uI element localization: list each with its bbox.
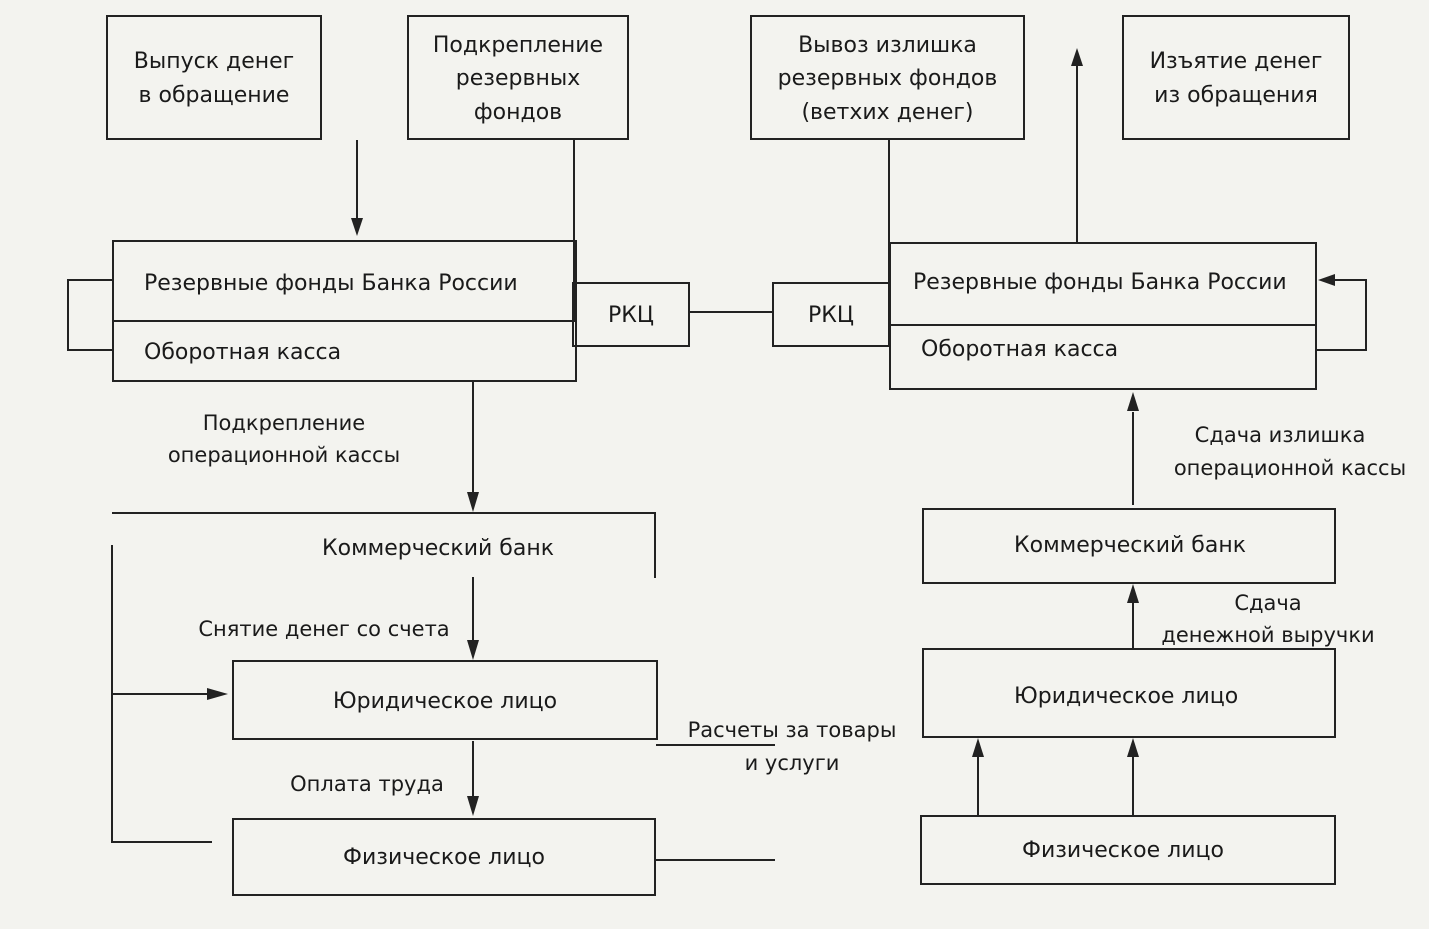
right-commercial-bank-label: Коммерческий банк — [1014, 533, 1246, 558]
left-rkc-box: РКЦ — [572, 282, 690, 347]
remove-surplus-line-3: (ветхих денег) — [801, 100, 974, 125]
right-reserve-divider — [891, 324, 1315, 326]
right-reserve-funds-label: Резервные фонды Банка России — [913, 270, 1287, 295]
left-loop-to-individual — [111, 545, 212, 843]
arrowhead-right-legal-2 — [972, 738, 984, 757]
arrowhead-right-loop — [1318, 274, 1335, 286]
remove-surplus-line-2: резервных фондов — [777, 66, 998, 91]
remove-surplus-box: Вывоз излишка резервных фондов (ветхих д… — [750, 15, 1025, 140]
arrowhead-right-cash — [1127, 392, 1139, 411]
arrowhead-legal — [467, 640, 479, 660]
reinforce-reserve-box: Подкрепление резервных фондов — [407, 15, 629, 140]
right-legal-entity-box: Юридическое лицо — [922, 648, 1336, 738]
left-rkc-label: РКЦ — [608, 303, 654, 328]
surplus-operational-label-1: Сдача излишка — [1194, 423, 1366, 447]
right-reserve-block: Резервные фонды Банка России Оборотная к… — [889, 242, 1317, 390]
left-reserve-funds-label: Резервные фонды Банка России — [144, 271, 518, 296]
cash-proceeds-label-1: Сдача — [1234, 591, 1302, 615]
right-legal-entity-label: Юридическое лицо — [1014, 684, 1239, 709]
left-working-cash-label: Оборотная касса — [144, 340, 342, 365]
left-commercial-bank-box: Коммерческий банк — [112, 512, 656, 578]
arrowhead-right-bank — [1127, 584, 1139, 603]
left-reserve-loop — [67, 279, 112, 351]
wages-label: Оплата труда — [290, 772, 444, 796]
withdraw-line-1: Изъятие денег — [1149, 49, 1323, 74]
left-legal-entity-box: Юридическое лицо — [232, 660, 658, 740]
left-individual-box: Физическое лицо — [232, 818, 656, 896]
settlements-label-1: Расчеты за товары — [687, 718, 897, 742]
reinforce-reserve-line-1: Подкрепление — [432, 33, 604, 58]
left-reserve-block: Резервные фонды Банка России Оборотная к… — [112, 240, 577, 382]
arrowhead-individual — [467, 796, 479, 816]
arrowhead-loop-legal — [207, 688, 228, 700]
arrowhead-right-legal — [1127, 738, 1139, 757]
withdraw-money-box: Изъятие денег из обращения — [1122, 15, 1350, 140]
left-commercial-bank-label: Коммерческий банк — [322, 536, 554, 561]
right-individual-box: Физическое лицо — [920, 815, 1336, 885]
arrowhead-bank — [467, 492, 479, 512]
issue-money-box: Выпуск денег в обращение — [106, 15, 322, 140]
right-individual-label: Физическое лицо — [1022, 838, 1224, 863]
settlements-label-2: и услуги — [744, 751, 840, 775]
reinforce-operational-label-2: операционной кассы — [167, 443, 401, 467]
left-reserve-divider — [114, 320, 575, 322]
remove-surplus-line-1: Вывоз излишка — [798, 33, 977, 58]
issue-line-2: в обращение — [138, 83, 290, 108]
withdraw-line-2: из обращения — [1154, 83, 1318, 108]
right-reserve-loop — [1315, 279, 1367, 351]
left-individual-label: Физическое лицо — [343, 845, 545, 870]
reinforce-operational-label-1: Подкрепление — [202, 411, 366, 435]
reinforce-reserve-line-3: фондов — [473, 100, 563, 125]
right-working-cash-label: Оборотная касса — [921, 337, 1119, 362]
reinforce-reserve-line-2: резервных — [455, 66, 581, 91]
right-rkc-label: РКЦ — [808, 303, 854, 328]
right-commercial-bank-box: Коммерческий банк — [922, 508, 1336, 584]
arrowhead-withdraw — [1071, 48, 1083, 66]
issue-line-1: Выпуск денег — [133, 49, 295, 74]
arrowhead-issue — [351, 218, 363, 236]
cash-proceeds-label-2: денежной выручки — [1161, 623, 1375, 647]
surplus-operational-label-2: операционной кассы — [1173, 456, 1407, 480]
left-legal-entity-label: Юридическое лицо — [332, 689, 558, 714]
withdrawal-label: Снятие денег со счета — [198, 617, 450, 641]
right-rkc-box: РКЦ — [772, 282, 890, 347]
